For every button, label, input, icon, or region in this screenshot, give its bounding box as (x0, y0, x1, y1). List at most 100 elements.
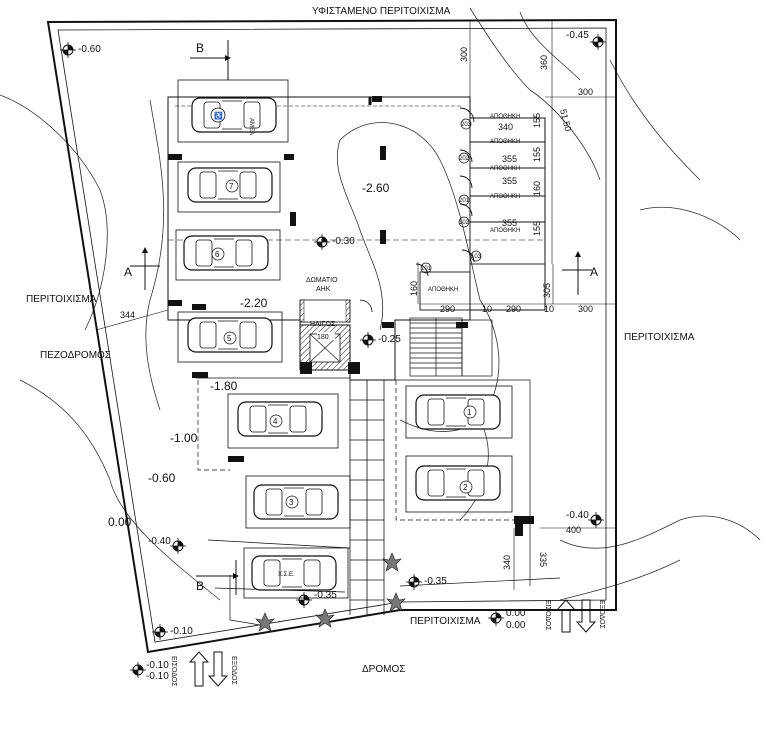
level-center-ramp-top: -2.60 (362, 181, 390, 195)
level-ne-corner: -0.45 (566, 30, 589, 41)
level-se-1: 0.00 (506, 608, 526, 619)
bottom-wall-label: ΠΕΡΙΤΟΙΧΙΣΜΑ (410, 616, 481, 627)
storage-label-3: ΑΠΟΘΗΚΗ (490, 166, 520, 172)
dim-east-400: 400 (566, 525, 581, 535)
dim-stair-h: 160 (409, 281, 419, 296)
dim-diagonal: 51.50 (558, 108, 573, 132)
road-entry: ΕΙΣΟΔΟΣ (544, 600, 551, 631)
storage-label-4: ΑΠΟΘΗΚΗ (490, 194, 520, 200)
section-a-right: A (590, 265, 598, 279)
dim-storage-w2: 355 (502, 154, 517, 164)
storage-code-203: 203 (461, 122, 472, 128)
section-markers (130, 40, 592, 595)
parking-number-1: 1 (467, 408, 472, 417)
storage-code-103: 103 (471, 254, 482, 260)
water-room: ΔΩΜΑΤΙΟ ΑΗΚ (299, 277, 373, 323)
water-room-title-2: ΑΗΚ (316, 286, 331, 293)
level-ramp-lower: -1.00 (170, 431, 198, 445)
sidewalk-label: ΠΕΖΟΔΡΟΜΟΣ (40, 350, 111, 361)
dim-bottom-gap: 10 (482, 304, 492, 314)
elevator-label: ΗΛΙΓΟΣ (310, 321, 336, 328)
dim-storage-h2: 155 (532, 147, 542, 162)
legend-level-2: -0.10 (146, 671, 169, 682)
staircase (409, 317, 493, 377)
elevator-dimension: 180 (317, 334, 329, 341)
storage-label-1: ΑΠΟΘΗΚΗ (490, 114, 520, 120)
top-wall-label: ΥΦΙΣΤΑΜΕΝΟ ΠΕΡΙΤΟΙΧΙΣΜΑ (312, 6, 451, 17)
dim-bottom-gap2: 10 (544, 304, 554, 314)
parking-number-5: 5 (227, 334, 232, 343)
parking-number-2: 2 (463, 483, 468, 492)
legend-exit: ΕΞΟΔΟΣ (230, 656, 237, 685)
storage-code-102: 102 (459, 220, 470, 226)
dim-bottom-w1: 290 (440, 304, 455, 314)
dim-top-offset: 300 (459, 47, 469, 62)
storage-code-101: 101 (421, 266, 432, 272)
parking-number-3: 3 (289, 498, 294, 507)
dim-ne-offset: 360 (539, 55, 549, 70)
dimension-texts: 300 360 300 340 355 355 355 155 155 160 … (120, 47, 593, 570)
level-ramp-low: -1.80 (210, 379, 238, 393)
road-label: ΔΡΟΜΟΣ (362, 664, 405, 675)
property-boundary (46, 18, 617, 654)
right-wall-label: ΠΕΡΙΤΟΙΧΙΣΜΑ (624, 332, 695, 343)
left-wall-label: ΠΕΡΙΤΟΙΧΙΣΜΑ (26, 294, 97, 305)
svg-text:ΑΜΕΑ: ΑΜΕΑ (248, 118, 254, 135)
storage-room-labels: ΑΠΟΘΗΚΗ ΑΠΟΘΗΚΗ ΑΠΟΘΗΚΗ ΑΠΟΘΗΚΗ ΑΠΟΘΗΚΗ … (428, 114, 520, 293)
parking-number-7: 7 (229, 182, 234, 191)
dim-storage-w3: 355 (502, 176, 517, 186)
section-a-left: A (124, 265, 132, 279)
dim-east-335: 335 (538, 552, 548, 567)
dim-left-344: 344 (120, 310, 135, 320)
dimension-lines (95, 20, 616, 590)
section-labels: B B A A (124, 41, 598, 593)
storage-codes: 203 202 201 102 103 101 (420, 118, 482, 274)
storage-code-202: 202 (459, 156, 470, 162)
elevator: 180 ΗΛΙΓΟΣ (299, 321, 351, 371)
level-west-edge: 0.00 (108, 515, 132, 529)
level-ramp-mid: -2.20 (240, 296, 268, 310)
ramp-lines (167, 250, 561, 626)
parking-bays: ♿ ΑΜΕΑ 7 6 5 4 3 Χ.Σ.Ε. 1 2 (175, 79, 513, 599)
parking-number-4: 4 (273, 417, 278, 426)
parking-number-6: 6 (215, 250, 220, 259)
perimeter-labels: ΥΦΙΣΤΑΜΕΝΟ ΠΕΡΙΤΟΙΧΙΣΜΑ ΠΕΡΙΤΟΙΧΙΣΜΑ ΠΕΡ… (26, 6, 695, 675)
dim-bottom-w2: 290 (506, 304, 521, 314)
level-sw-inner: -0.40 (148, 536, 171, 547)
disabled-space-label: Χ.Σ.Ε. (278, 572, 295, 578)
storage-label-5: ΑΠΟΘΗΚΗ (490, 228, 520, 234)
dim-storage-w1: 340 (498, 122, 513, 132)
dim-right-offset-mid: 300 (578, 304, 593, 314)
entry-exit-arrows (188, 599, 597, 687)
storage-code-201: 201 (459, 198, 470, 204)
legend-level-1: -0.10 (146, 660, 169, 671)
dim-storage-h1: 155 (532, 113, 542, 128)
dim-right-offset-top: 300 (578, 87, 593, 97)
level-sw-corner: -0.10 (170, 626, 193, 637)
level-ramp-bottom: -0.60 (148, 471, 176, 485)
entry-exit-labels: ΕΙΣΟΔΟΣ ΕΞΟΔΟΣ ΕΙΣΟΔΟΣ ΕΞΟΔΟΣ (170, 600, 605, 687)
storage-label-6: ΑΠΟΘΗΚΗ (428, 287, 458, 293)
svg-text:♿: ♿ (214, 111, 223, 120)
section-b-top: B (196, 41, 204, 55)
storage-label-2: ΑΠΟΘΗΚΗ (490, 139, 520, 145)
level-stair-landing: -0.25 (378, 334, 401, 345)
dim-storage-h4: 155 (532, 221, 542, 236)
dim-side-305: 305 (542, 283, 552, 298)
legend-entry: ΕΙΣΟΔΟΣ (170, 656, 177, 687)
dim-storage-h3: 160 (532, 181, 542, 196)
level-east-entry: -0.40 (566, 510, 589, 521)
dim-storage-w4: 355 (502, 218, 517, 228)
contour-lines (0, 7, 761, 601)
level-bottom-path: -0.35 (424, 576, 447, 587)
road-exit: ΕΞΟΔΟΣ (598, 600, 605, 629)
level-center: -0.30 (332, 236, 355, 247)
level-se-2: 0.00 (506, 620, 526, 631)
entrance-walkway (349, 380, 385, 615)
section-b-bottom: B (196, 579, 204, 593)
level-markers: -0.60 -0.45 -2.60 -0.30 -2.20 -0.25 -1.8… (59, 30, 607, 682)
level-bottom-entry: -0.35 (314, 590, 337, 601)
dim-east-340: 340 (502, 555, 512, 570)
storage-rooms (415, 107, 546, 311)
